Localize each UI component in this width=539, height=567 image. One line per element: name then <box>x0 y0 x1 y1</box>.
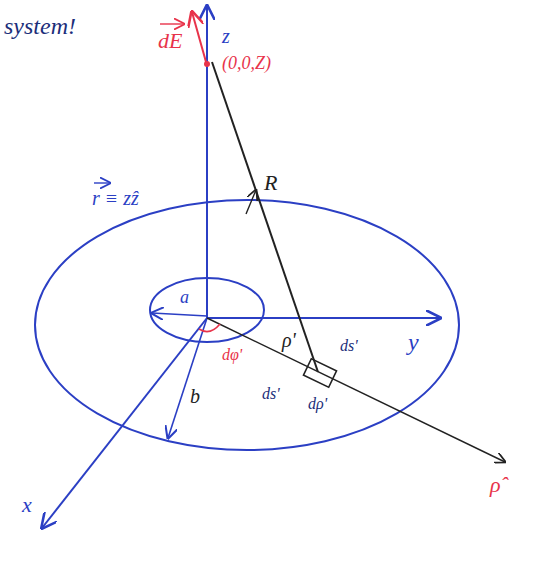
position-vector: r ≡ zẑ <box>92 188 139 208</box>
axis-name: y <box>408 330 419 354</box>
arc-length: ds' <box>340 338 358 354</box>
r-overarrow <box>94 182 110 183</box>
area-element <box>303 359 336 387</box>
axis-name: z <box>222 26 230 46</box>
angle-element: dφ' <box>222 347 242 363</box>
dphi-arc <box>199 324 220 332</box>
de-overarrow <box>160 23 184 24</box>
outer-edge <box>35 200 459 450</box>
de-vector <box>192 12 206 62</box>
distance-vector: R <box>264 172 277 194</box>
radial-coordinate: ρ' <box>282 330 296 350</box>
point-coordinates: (0,0,Z) <box>222 54 271 72</box>
x-axis <box>42 318 207 528</box>
system-heading: system! <box>4 14 76 38</box>
z-axis <box>206 6 208 318</box>
field-element: dE <box>158 30 182 52</box>
y-axis <box>207 317 440 319</box>
inner-radius: a <box>180 288 189 306</box>
field-point <box>204 61 210 67</box>
axis-name: x <box>22 494 32 516</box>
r-vector <box>212 62 318 372</box>
r-vector-arrow <box>246 190 256 214</box>
arc-length: ds' <box>262 386 280 402</box>
unit-vector: ρ̂ <box>490 474 501 496</box>
outer-radius: b <box>190 386 200 406</box>
radius-b <box>168 318 207 438</box>
radial-length: dρ' <box>308 396 327 412</box>
radius-a <box>152 313 207 316</box>
rho-direction <box>207 318 505 462</box>
